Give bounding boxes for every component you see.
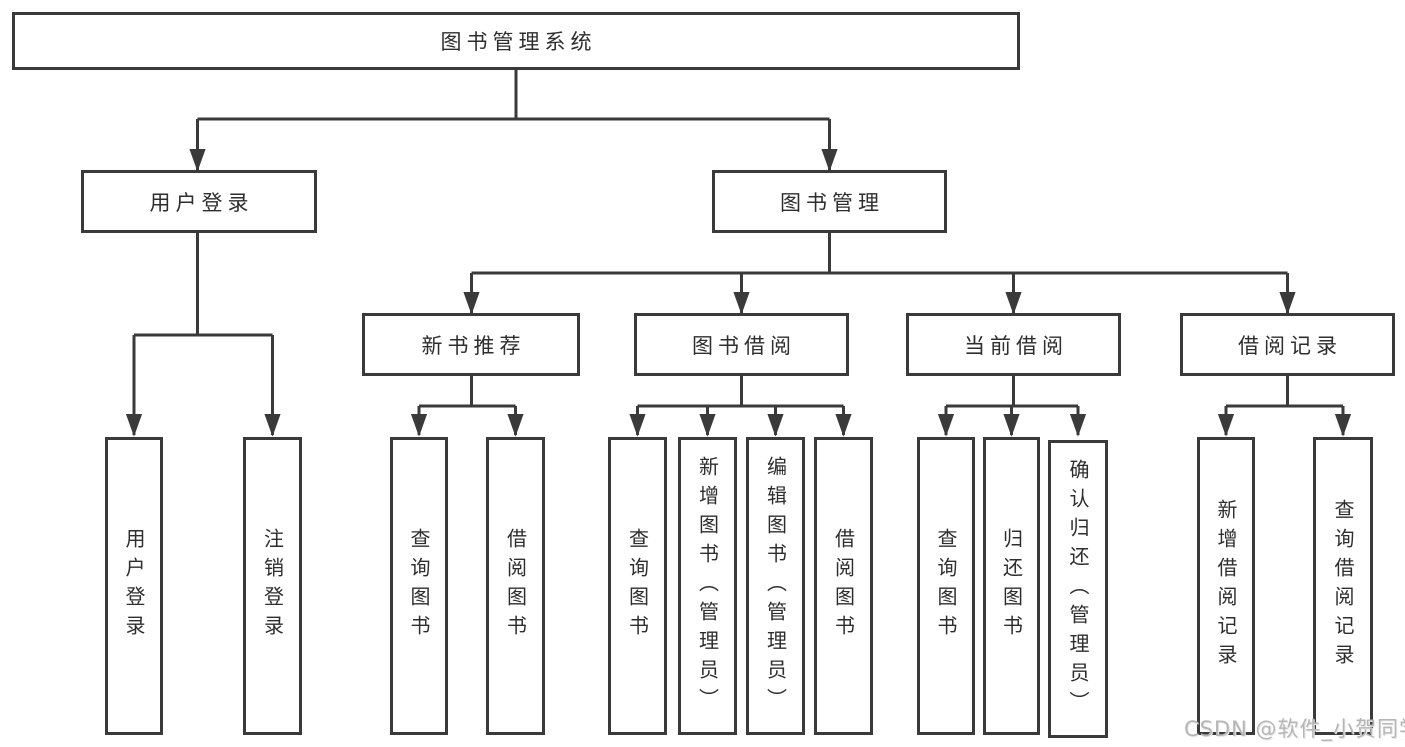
- node-book-borrow: 图书借阅: [634, 313, 849, 376]
- leaf-query-books-3: 查询图书: [917, 437, 975, 735]
- leaf-return-book: 归还图书: [983, 437, 1040, 735]
- connector-user-login-branch: [125, 232, 281, 437]
- node-book-management: 图书管理: [712, 170, 947, 233]
- node-user-login: 用户登录: [81, 170, 317, 233]
- leaf-borrow-books-2: 借阅图书: [814, 437, 873, 735]
- node-current-borrow: 当前借阅: [906, 313, 1121, 376]
- leaf-borrow-books-1: 借阅图书: [486, 437, 545, 735]
- connector-new-book-branch: [410, 376, 524, 437]
- leaf-query-books-1: 查询图书: [390, 437, 448, 735]
- leaf-query-borrow-record: 查询借阅记录: [1313, 437, 1373, 735]
- leaf-user-login: 用户登录: [105, 437, 163, 735]
- connector-current-borrow-branch: [937, 376, 1087, 437]
- node-borrow-records: 借阅记录: [1180, 313, 1395, 376]
- leaf-edit-book-admin: 编辑图书（管理员）: [746, 437, 805, 735]
- node-system-root: 图书管理系统: [12, 12, 1020, 70]
- connector-book-management-branch: [463, 232, 1296, 315]
- connector-root-to-level2: [189, 70, 838, 172]
- leaf-query-books-2: 查询图书: [608, 437, 667, 735]
- leaf-add-book-admin: 新增图书（管理员）: [678, 437, 737, 735]
- connector-book-borrow-branch: [629, 376, 852, 437]
- connector-borrow-records-branch: [1217, 376, 1352, 437]
- leaf-confirm-return-admin: 确认归还（管理员）: [1048, 440, 1108, 738]
- leaf-add-borrow-record: 新增借阅记录: [1197, 437, 1255, 735]
- node-new-book-recommend: 新书推荐: [362, 313, 580, 376]
- leaf-logout: 注销登录: [243, 437, 302, 735]
- watermark-text: CSDN @软件_小贺同学: [1184, 717, 1405, 741]
